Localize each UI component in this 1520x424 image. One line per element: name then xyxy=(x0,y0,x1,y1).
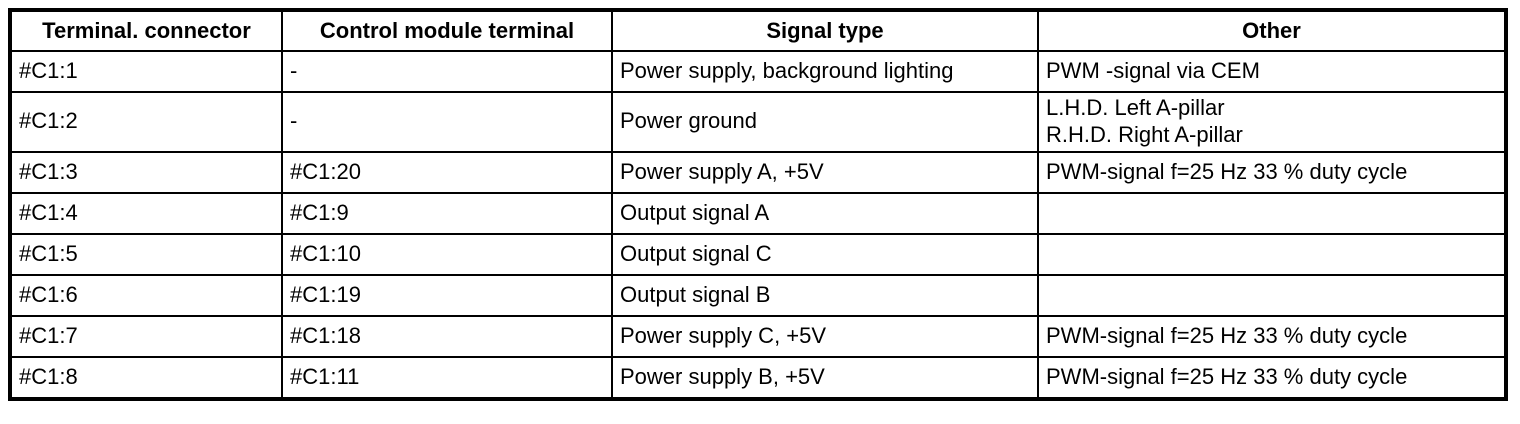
cell-terminal-connector: #C1:6 xyxy=(9,273,283,317)
cell-other: PWM-signal f=25 Hz 33 % duty cycle xyxy=(1037,150,1507,194)
terminal-signal-table: Terminal. connector Control module termi… xyxy=(8,8,1508,401)
other-line: PWM-signal f=25 Hz 33 % duty cycle xyxy=(1046,322,1408,348)
header-other: Other xyxy=(1037,9,1507,52)
cell-other: PWM-signal f=25 Hz 33 % duty cycle xyxy=(1037,355,1507,400)
cell-terminal-connector: #C1:8 xyxy=(9,355,283,400)
header-row: Terminal. connector Control module termi… xyxy=(9,9,1507,52)
cell-control-module-terminal: #C1:10 xyxy=(281,232,613,276)
cell-control-module-terminal: - xyxy=(281,50,613,93)
cell-control-module-terminal: #C1:9 xyxy=(281,191,613,235)
cell-signal-type: Output signal C xyxy=(611,232,1039,276)
other-line: PWM-signal f=25 Hz 33 % duty cycle xyxy=(1046,158,1408,184)
cell-terminal-connector: #C1:4 xyxy=(9,191,283,235)
cell-terminal-connector: #C1:2 xyxy=(9,91,283,153)
cell-control-module-terminal: - xyxy=(281,91,613,153)
header-control-module-terminal: Control module terminal xyxy=(281,9,613,52)
cell-control-module-terminal: #C1:11 xyxy=(281,355,613,400)
table-row: #C1:1-Power supply, background lighting P… xyxy=(9,50,1507,93)
cell-control-module-terminal: #C1:18 xyxy=(281,314,613,358)
header-terminal-connector: Terminal. connector xyxy=(9,9,283,52)
table-header: Terminal. connector Control module termi… xyxy=(9,9,1507,52)
cell-other: PWM-signal f=25 Hz 33 % duty cycle xyxy=(1037,314,1507,358)
header-signal-type: Signal type xyxy=(611,9,1039,52)
cell-other: PWM -signal via CEM xyxy=(1037,50,1507,93)
cell-signal-type: Power ground xyxy=(611,91,1039,153)
other-line: PWM-signal f=25 Hz 33 % duty cycle xyxy=(1046,363,1408,389)
cell-signal-type: Power supply B, +5V xyxy=(611,355,1039,400)
cell-terminal-connector: #C1:3 xyxy=(9,150,283,194)
cell-control-module-terminal: #C1:20 xyxy=(281,150,613,194)
other-line: PWM -signal via CEM xyxy=(1046,58,1260,84)
cell-signal-type: Power supply C, +5V xyxy=(611,314,1039,358)
other-line: L.H.D. Left A-pillar xyxy=(1046,95,1225,120)
cell-signal-type: Power supply, background lighting xyxy=(611,50,1039,93)
cell-other xyxy=(1037,232,1507,276)
spec-table: Terminal. connector Control module termi… xyxy=(8,8,1508,401)
cell-terminal-connector: #C1:5 xyxy=(9,232,283,276)
cell-control-module-terminal: #C1:19 xyxy=(281,273,613,317)
cell-other xyxy=(1037,273,1507,317)
cell-terminal-connector: #C1:7 xyxy=(9,314,283,358)
cell-other xyxy=(1037,191,1507,235)
cell-signal-type: Output signal A xyxy=(611,191,1039,235)
cell-signal-type: Power supply A, +5V xyxy=(611,150,1039,194)
cell-terminal-connector: #C1:1 xyxy=(9,50,283,93)
cell-signal-type: Output signal B xyxy=(611,273,1039,317)
other-line: R.H.D. Right A-pillar xyxy=(1046,121,1243,147)
